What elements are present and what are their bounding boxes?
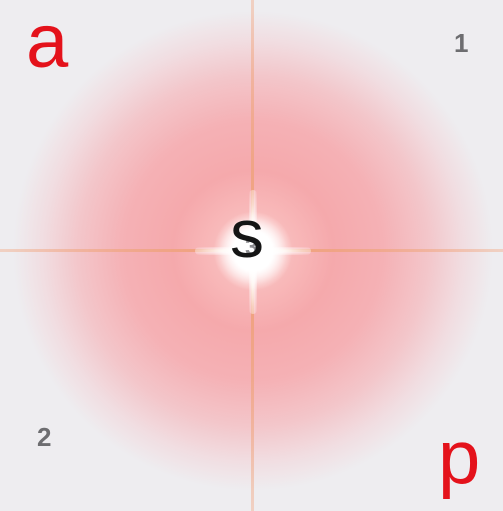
bottom-left-number[interactable]: 2 bbox=[37, 422, 52, 452]
center-letter[interactable]: s bbox=[230, 196, 264, 272]
bottom-right-letter[interactable]: p bbox=[438, 415, 481, 500]
top-right-number[interactable]: 1 bbox=[454, 28, 469, 58]
center-flare-vertical bbox=[249, 190, 257, 314]
center-number: 3 bbox=[245, 234, 259, 261]
top-left-letter[interactable]: a bbox=[26, 0, 69, 84]
